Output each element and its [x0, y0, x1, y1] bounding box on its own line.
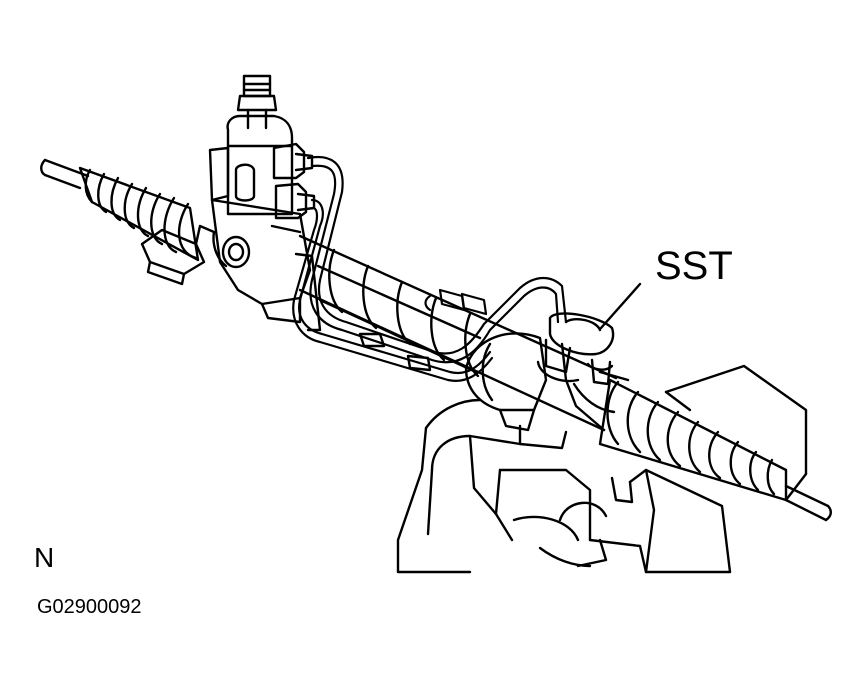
pressure-fittings [272, 142, 316, 220]
left-mount-bracket [140, 224, 216, 286]
right-bellows-boot [598, 378, 788, 502]
vise-fixture [396, 364, 808, 574]
view-label: N [34, 542, 55, 573]
left-bellows-boot [78, 166, 200, 262]
sst-callout-label: SST [655, 244, 733, 288]
control-valve-housing [208, 74, 312, 324]
rack-housing-tube [294, 234, 618, 432]
sst-leader-line [599, 282, 642, 330]
figure-code: G02900092 [37, 596, 142, 618]
center-rack-mount [464, 332, 568, 450]
right-housing-end [560, 342, 630, 432]
hydraulic-lines [292, 156, 568, 382]
